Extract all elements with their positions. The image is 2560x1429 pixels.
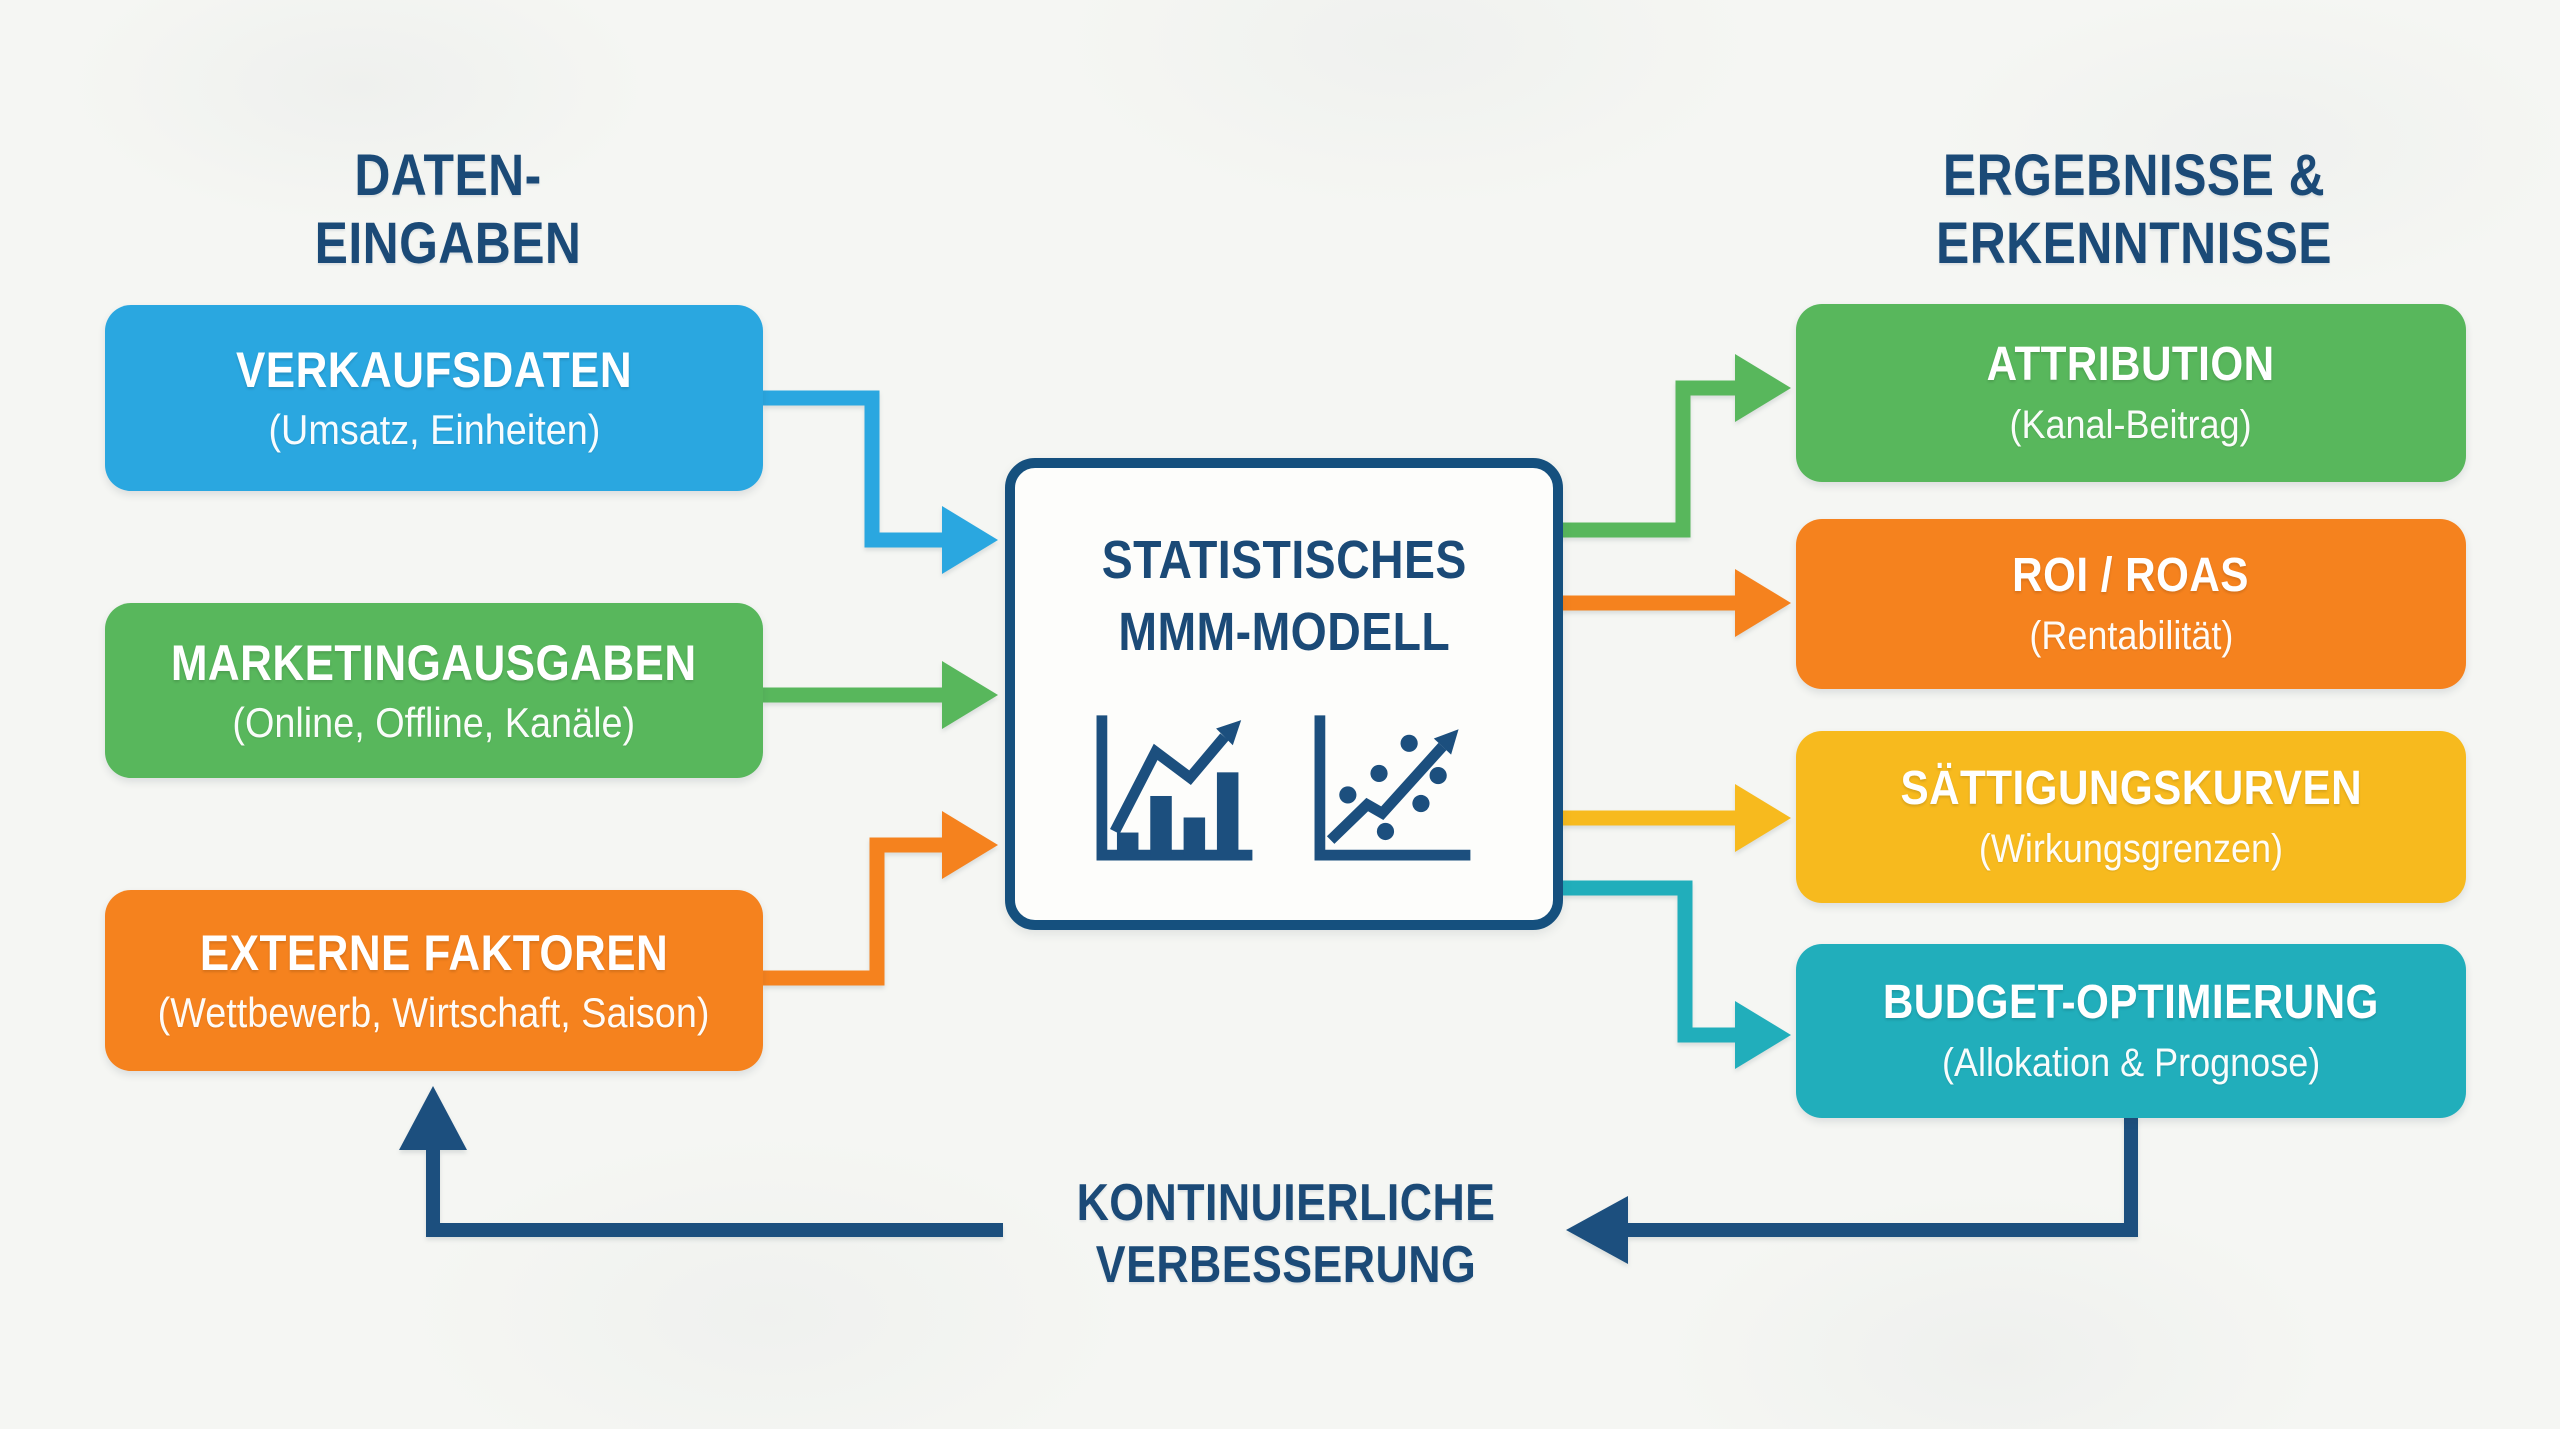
output-box-subtitle: (Kanal-Beitrag) <box>2009 403 2253 447</box>
scatter-plot-trend-icon <box>1314 715 1471 861</box>
output-box-budget-optimierung: BUDGET-OPTIMIERUNG (Allokation & Prognos… <box>1796 944 2466 1118</box>
arrow-model-to-attribution <box>1560 354 1791 538</box>
feedback-arrow-left-segment <box>399 1086 1003 1237</box>
input-box-externe-faktoren: EXTERNE FAKTOREN (Wettbewerb, Wirtschaft… <box>105 890 763 1071</box>
outputs-header-line1: ERGEBNISSE & <box>1942 143 2326 208</box>
input-box-verkaufsdaten: VERKAUFSDATEN (Umsatz, Einheiten) <box>105 305 763 491</box>
output-box-title: ATTRIBUTION <box>1987 338 2275 391</box>
model-title-line1: STATISTISCHES <box>1101 530 1467 590</box>
arrow-external-to-model <box>763 811 998 986</box>
model-title-line2: MMM-MODELL <box>1118 602 1450 662</box>
model-title: STATISTISCHES MMM-MODELL <box>1101 524 1466 668</box>
input-box-subtitle: (Wettbewerb, Wirtschaft, Saison) <box>158 988 710 1036</box>
arrow-spend-to-model <box>763 661 998 729</box>
feedback-label-line2: VERBESSERUNG <box>1095 1236 1477 1294</box>
arrow-model-to-saturation <box>1560 784 1791 852</box>
feedback-label-line1: KONTINUIERLICHE <box>1076 1174 1496 1232</box>
input-box-title: VERKAUFSDATEN <box>235 342 633 398</box>
input-box-subtitle: (Online, Offline, Kanäle) <box>232 698 636 746</box>
inputs-column-header: DATEN- EINGABEN <box>95 142 800 278</box>
output-box-title: ROI / ROAS <box>2012 549 2250 602</box>
input-box-title: MARKETINGAUSGABEN <box>171 634 697 691</box>
output-box-title: SÄTTIGUNGSKURVEN <box>1900 762 2362 815</box>
feedback-loop-label: KONTINUIERLICHE VERBESSERUNG <box>933 1172 1638 1296</box>
output-box-subtitle: (Allokation & Prognose) <box>1941 1041 2321 1085</box>
model-box: STATISTISCHES MMM-MODELL <box>1005 458 1563 930</box>
inputs-header-line2: EINGABEN <box>314 211 582 276</box>
output-box-subtitle: (Rentabilität) <box>2028 614 2234 658</box>
input-box-title: EXTERNE FAKTOREN <box>199 924 669 981</box>
inputs-header-line1: DATEN- <box>354 143 542 208</box>
output-box-attribution: ATTRIBUTION (Kanal-Beitrag) <box>1796 304 2466 482</box>
output-box-roi-roas: ROI / ROAS (Rentabilität) <box>1796 519 2466 689</box>
input-box-subtitle: (Umsatz, Einheiten) <box>268 406 600 453</box>
arrow-sales-to-model <box>763 390 998 574</box>
input-box-marketingausgaben: MARKETINGAUSGABEN (Online, Offline, Kanä… <box>105 603 763 778</box>
output-box-title: BUDGET-OPTIMIERUNG <box>1882 976 2380 1029</box>
output-box-subtitle: (Wirkungsgrenzen) <box>1978 827 2284 871</box>
model-icons <box>1089 710 1479 868</box>
output-box-saettigungskurven: SÄTTIGUNGSKURVEN (Wirkungsgrenzen) <box>1796 731 2466 903</box>
outputs-header-line2: ERKENNTNISSE <box>1936 211 2332 276</box>
arrow-model-to-budget <box>1560 880 1791 1069</box>
bar-chart-trend-icon <box>1096 715 1253 861</box>
feedback-arrow-right-segment <box>1566 1114 2138 1264</box>
arrow-model-to-roi <box>1560 569 1791 637</box>
outputs-column-header: ERGEBNISSE & ERKENNTNISSE <box>1781 142 2486 278</box>
